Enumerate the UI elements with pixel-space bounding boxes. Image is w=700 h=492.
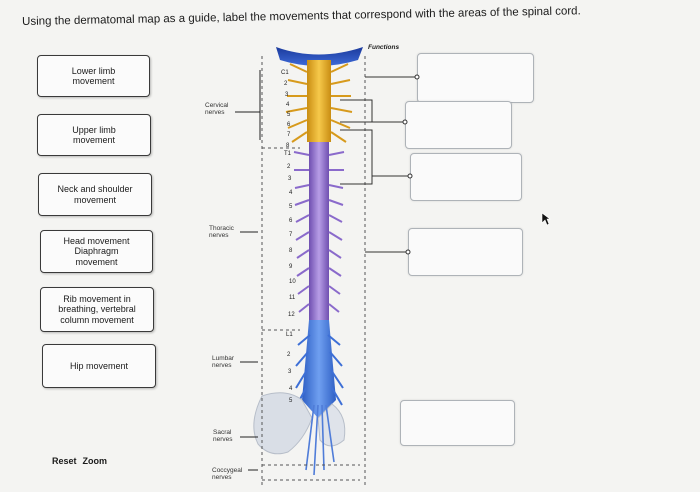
- label-line: Upper limb: [72, 124, 116, 135]
- vertebra-number: 6: [287, 122, 291, 128]
- vertebra-number: 3: [285, 92, 289, 98]
- vertebra-number: 2: [287, 352, 291, 358]
- region-dividers: [261, 56, 366, 486]
- vertebra-number: 2: [284, 81, 288, 87]
- label-hip-movement[interactable]: Hip movement: [42, 344, 156, 388]
- vertebra-number: C1: [281, 70, 289, 76]
- pelvis-bone: [253, 392, 313, 455]
- vertebra-number: 3: [288, 369, 292, 375]
- cauda-equina: [305, 404, 335, 476]
- nerve-group-leaders: [235, 70, 261, 471]
- vertebra-number: 5: [289, 398, 293, 404]
- zoom-button[interactable]: Zoom: [82, 456, 108, 466]
- vertebra-number: 7: [287, 132, 291, 138]
- connector-ends: [402, 74, 420, 255]
- label-line: Head movement: [63, 235, 130, 246]
- thoracic-nerve-branches: [293, 151, 345, 313]
- functions-header: Functions: [368, 44, 400, 51]
- drop-target-3[interactable]: [410, 153, 522, 201]
- label-line: movement: [73, 194, 116, 205]
- vertebra-number: 8: [289, 248, 293, 254]
- cervical-segment: [307, 60, 331, 142]
- label-line: movement: [72, 135, 115, 145]
- cervical-nerve-branches: [285, 63, 353, 143]
- vertebra-number: L1: [286, 332, 293, 338]
- label-line: Diaphragm: [74, 246, 119, 257]
- vertebra-number: 4: [289, 190, 293, 196]
- vertebra-number: 4: [286, 102, 290, 108]
- label-line: Lower limb: [71, 65, 116, 76]
- vertebra-number: 3: [288, 176, 292, 182]
- mouse-cursor-icon: [541, 212, 551, 226]
- vertebra-number: 10: [289, 279, 296, 285]
- vertebra-number: 8: [286, 143, 290, 149]
- vertebra-number: T1: [284, 151, 292, 157]
- drop-target-4[interactable]: [408, 228, 523, 276]
- vertebra-number: 9: [289, 264, 293, 270]
- sacrum-bone: [317, 403, 346, 447]
- label-line: column movement: [60, 314, 134, 325]
- label-line: Neck and shoulder: [57, 184, 133, 195]
- vertebra-number: 7: [289, 232, 293, 238]
- label-line: movement: [75, 256, 118, 267]
- lumbar-segment: [302, 320, 336, 418]
- label-line: breathing, vertebral: [58, 304, 136, 315]
- label-line: Hip movement: [69, 360, 129, 371]
- vertebra-number: 2: [287, 164, 291, 170]
- label-line: movement: [72, 76, 115, 86]
- drop-target-1[interactable]: [417, 53, 534, 103]
- brainstem-cap: [276, 47, 363, 66]
- vertebra-number: 11: [289, 295, 296, 301]
- drop-target-2[interactable]: [405, 101, 512, 149]
- vertebra-number: 4: [289, 386, 293, 392]
- thoracic-segment: [309, 142, 329, 320]
- vertebra-number: 5: [289, 204, 293, 210]
- drop-target-5[interactable]: [400, 400, 515, 446]
- function-connectors: [340, 76, 417, 253]
- reset-button[interactable]: Reset: [52, 456, 77, 466]
- reset-zoom-control[interactable]: Reset Zoom: [52, 456, 113, 466]
- vertebra-number: 6: [289, 218, 293, 224]
- vertebra-number: 12: [288, 312, 295, 318]
- label-line: Rib movement in: [63, 293, 131, 304]
- vertebra-number: 5: [287, 112, 291, 118]
